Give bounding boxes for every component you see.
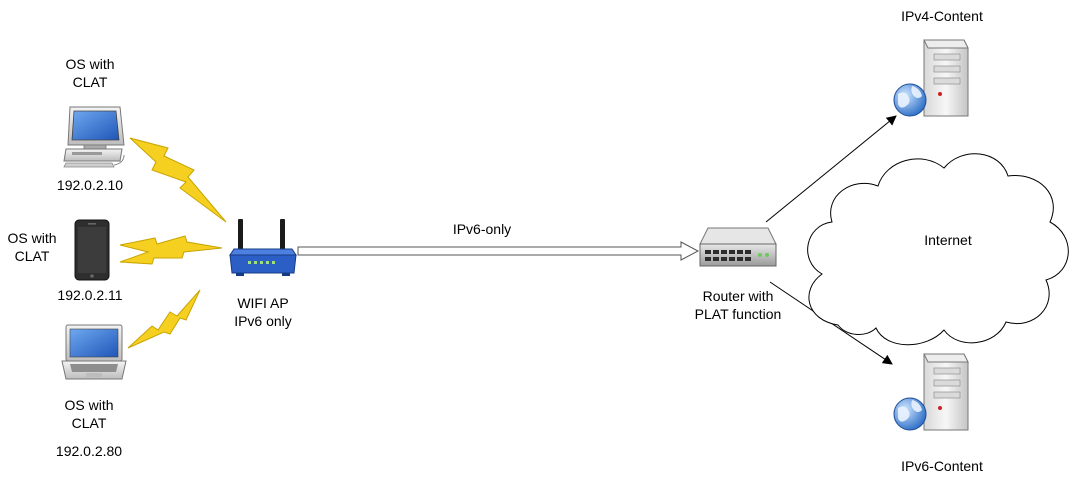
laptop-os-line1: OS with xyxy=(64,397,114,413)
ipv6-only-link-label: IPv6-only xyxy=(452,221,512,237)
ipv6-only-link-arrow xyxy=(297,241,700,261)
ipv4-content-label: IPv4-Content xyxy=(901,8,983,24)
phone-os-label: OS with CLAT xyxy=(7,229,56,265)
desktop-computer-icon xyxy=(63,106,125,168)
desktop-ip-label: 192.0.2.10 xyxy=(56,177,124,193)
cloud-icon xyxy=(807,153,1069,346)
arrow-to-ipv4-content xyxy=(765,115,897,223)
phone-os-line1: OS with xyxy=(7,230,57,246)
router-line1: Router with xyxy=(702,288,774,304)
laptop-ip-label: 192.0.2.80 xyxy=(55,443,123,459)
access-point-line1: WIFI AP xyxy=(237,295,289,311)
laptop-os-line2: CLAT xyxy=(71,415,107,431)
wireless-link-phone xyxy=(119,235,223,265)
ipv6-content-label: IPv6-Content xyxy=(901,458,983,474)
router-label: Router with PLAT function xyxy=(695,287,782,323)
desktop-os-line2: CLAT xyxy=(72,74,108,90)
web-server-icon xyxy=(893,353,969,431)
wifi-router-icon xyxy=(229,219,297,276)
access-point-line2: IPv6 only xyxy=(234,313,292,329)
desktop-os-label: OS with CLAT xyxy=(65,55,114,91)
desktop-os-line1: OS with xyxy=(65,56,115,72)
router-icon xyxy=(699,227,777,267)
wireless-link-desktop xyxy=(129,137,227,223)
web-server-icon xyxy=(893,39,969,117)
laptop-icon xyxy=(61,324,127,380)
internet-label: Internet xyxy=(924,232,972,248)
router-line2: PLAT function xyxy=(694,306,782,322)
phone-os-line2: CLAT xyxy=(14,248,50,264)
smartphone-icon xyxy=(74,219,110,281)
access-point-label: WIFI AP IPv6 only xyxy=(234,294,292,330)
wireless-link-laptop xyxy=(127,289,201,349)
laptop-os-label: OS with CLAT xyxy=(64,396,113,432)
phone-ip-label: 192.0.2.11 xyxy=(57,287,123,303)
